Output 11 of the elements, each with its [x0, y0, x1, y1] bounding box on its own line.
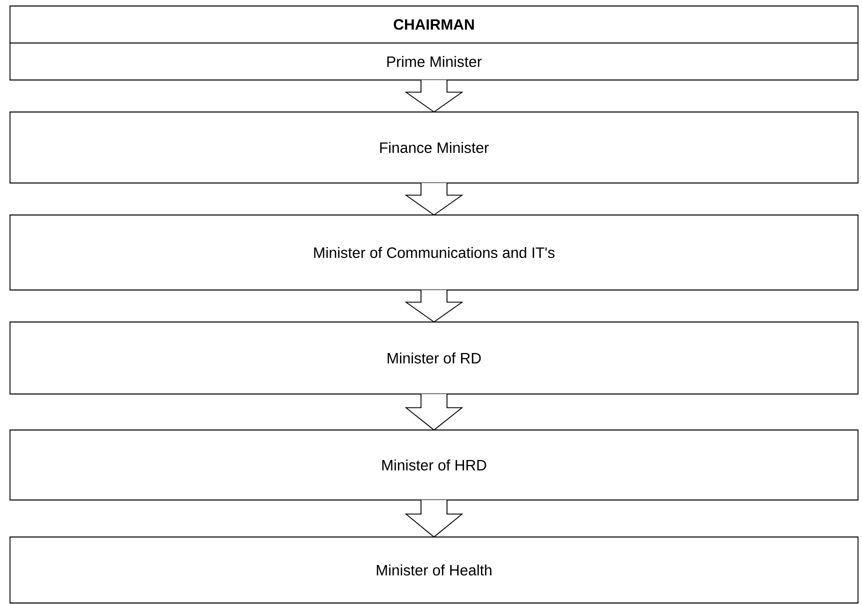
org-box: Minister of Health: [10, 536, 858, 604]
org-box: CHAIRMAN Prime Minister: [10, 6, 858, 80]
block-arrow: [404, 290, 464, 323]
block-arrow: [404, 182, 464, 216]
block-arrow: [404, 80, 464, 113]
org-box: Minister of Communications and IT's: [10, 214, 858, 290]
block-arrow: [404, 394, 464, 431]
org-box: Minister of RD: [10, 322, 858, 394]
block-arrow: [404, 500, 464, 538]
org-box: Minister of HRD: [10, 430, 858, 500]
org-box: Finance Minister: [10, 112, 858, 184]
